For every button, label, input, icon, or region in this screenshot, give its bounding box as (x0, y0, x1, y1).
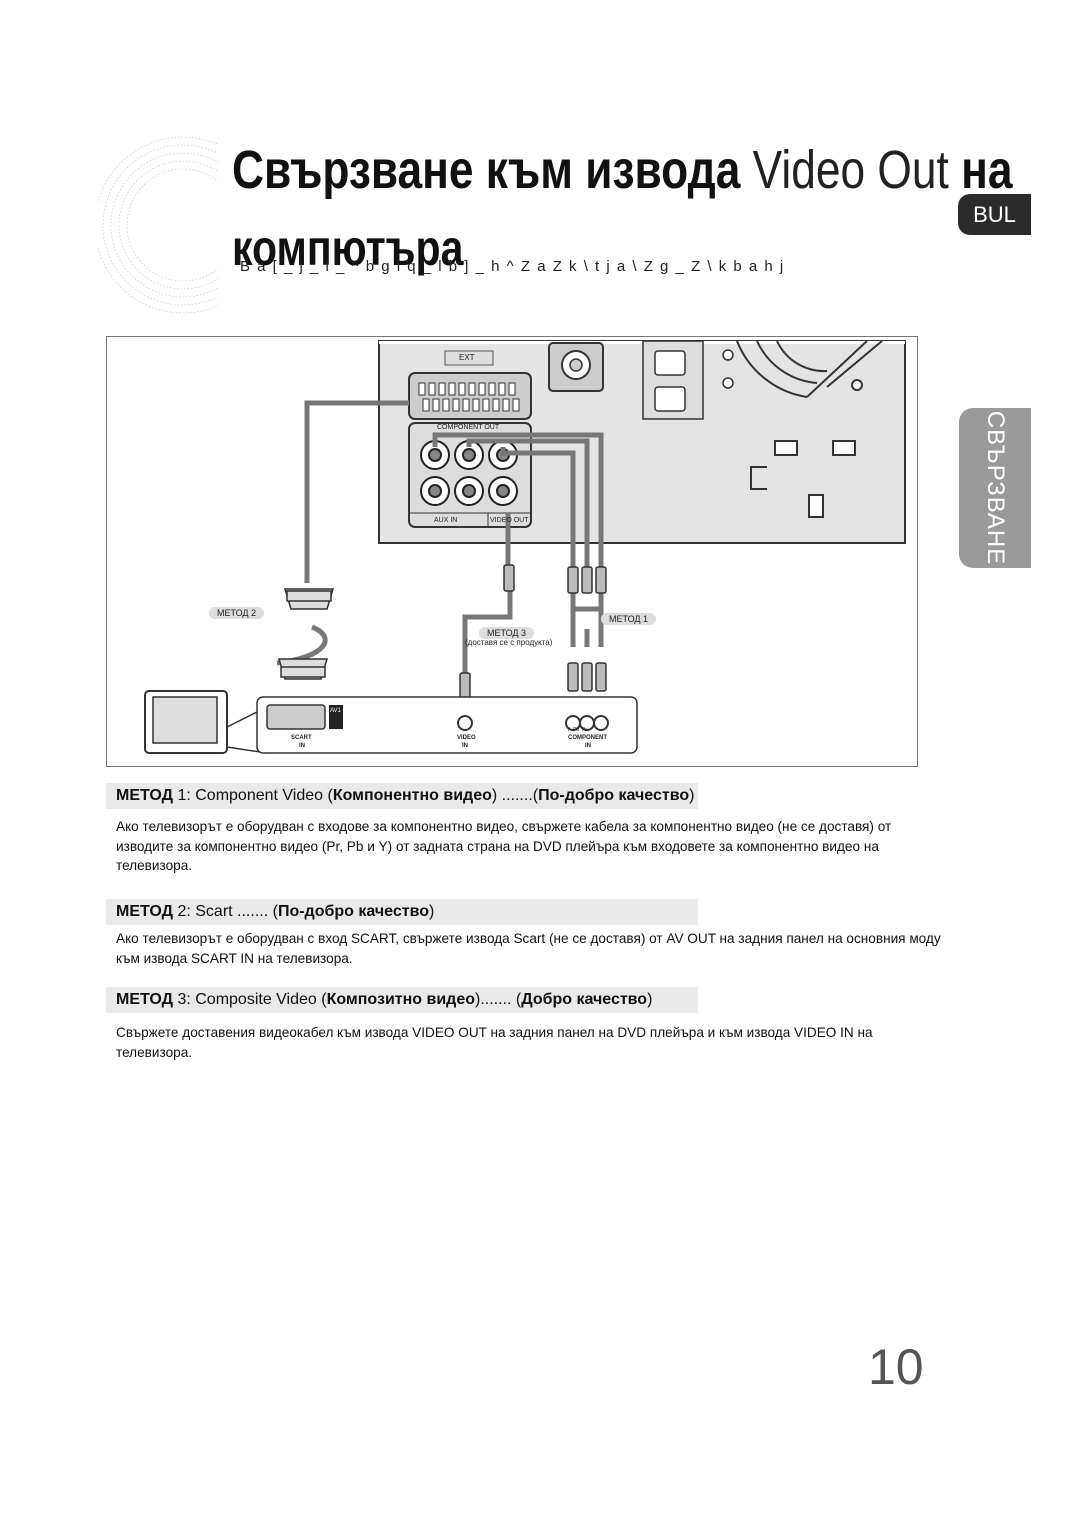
connection-diagram: EXT COMPONENT OUT AUX IN VIDEO OUT МЕТОД… (106, 336, 918, 767)
title-bold-2: на (948, 140, 1013, 200)
method-1-heading: МЕТОД 1: Component Video (Компонентно ви… (106, 783, 698, 809)
fan-grille (736, 340, 883, 398)
method-2-end: ) (428, 903, 435, 920)
page-number: 10 (868, 1339, 924, 1395)
method-3-name: Composite Video (195, 991, 317, 1008)
section-tab: СВЪРЗВАНЕ (959, 408, 1031, 568)
component-in-label-2: IN (585, 743, 591, 749)
binary-circle-decoration (98, 120, 268, 330)
title-line-2: компютъра (232, 220, 464, 276)
method2-label: МЕТОД 2 (209, 607, 264, 619)
method-3-quality: Добро качество (521, 991, 648, 1008)
aux-in-label: AUX IN (434, 517, 458, 524)
ypbpr-label: Y Pb Pr (567, 727, 587, 733)
method-1-paren-open: ( (327, 787, 333, 804)
method-1-num: 1: (173, 787, 196, 804)
method-2-dots: ....... ( (232, 903, 278, 920)
method-3-end: ) (647, 991, 653, 1008)
method-1-prefix: МЕТОД (116, 787, 174, 804)
method-1-quality: По-добро качество (538, 787, 690, 804)
video-in-label-2: IN (462, 743, 468, 749)
scart-in-label-2: IN (299, 743, 305, 749)
section-tab-label: СВЪРЗВАНЕ (982, 410, 1009, 566)
scart-in-label-1: SCART (291, 735, 312, 741)
method-2-name: Scart (195, 903, 233, 920)
method-3-paren-close: ) (475, 991, 481, 1008)
diagram-drawing (144, 340, 906, 754)
method3-note: (доставя се с продукта) (465, 638, 553, 647)
ext-label: EXT (459, 353, 475, 362)
scart-connector (408, 372, 532, 420)
ext-tag (444, 350, 494, 366)
component-in-label-1: COMPONENT (568, 735, 607, 741)
method1-label: МЕТОД 1 (601, 613, 656, 625)
language-tab: BUL (958, 194, 1031, 235)
method-1-end: ) (689, 787, 695, 804)
component-out-label: COMPONENT OUT (437, 424, 500, 431)
video-out-label: VIDEO OUT (490, 517, 529, 524)
video-in-label-1: VIDEO (457, 735, 476, 741)
method-2-num: 2: (173, 903, 196, 920)
method-3-heading: МЕТОД 3: Composite Video (Композитно вид… (106, 987, 698, 1013)
method-3-paren-open: ( (316, 991, 327, 1008)
method-3-num: 3: (173, 991, 196, 1008)
method-3-dots: ....... ( (480, 991, 522, 1008)
method3-label: МЕТОД 3 (479, 627, 534, 639)
method-3-prefix: МЕТОД (116, 991, 174, 1008)
method-1-name: Component Video (195, 787, 328, 804)
method-1-body: Ако телевизорът е оборудван с входове за… (116, 819, 892, 873)
method-3-local-name: Композитно видео (326, 991, 475, 1008)
method-2-prefix: МЕТОД (116, 903, 174, 920)
method-3-body: Свържете доставения видеокабел към извод… (116, 1025, 873, 1060)
method-1-dots: .......( (497, 787, 539, 804)
title-light: Video Out (752, 140, 949, 200)
subtitle: B a [ _ j _ l _ ^ b g l q _ l b ] _ h ^ … (240, 258, 785, 275)
method-2-quality: По-добро качество (277, 903, 429, 920)
tv-input-panel (256, 696, 638, 754)
method-1-local-name: Компонентно видео (332, 787, 492, 804)
av-label: AV1 (330, 708, 341, 714)
title-bold-1: Свързване към извода (232, 140, 753, 200)
method-2-heading: МЕТОД 2: Scart ....... (По-добро качеств… (106, 899, 698, 925)
method-2-body: Ако телевизорът е оборудван с вход SCART… (116, 931, 941, 966)
method-1-paren-close: ) (491, 787, 498, 804)
